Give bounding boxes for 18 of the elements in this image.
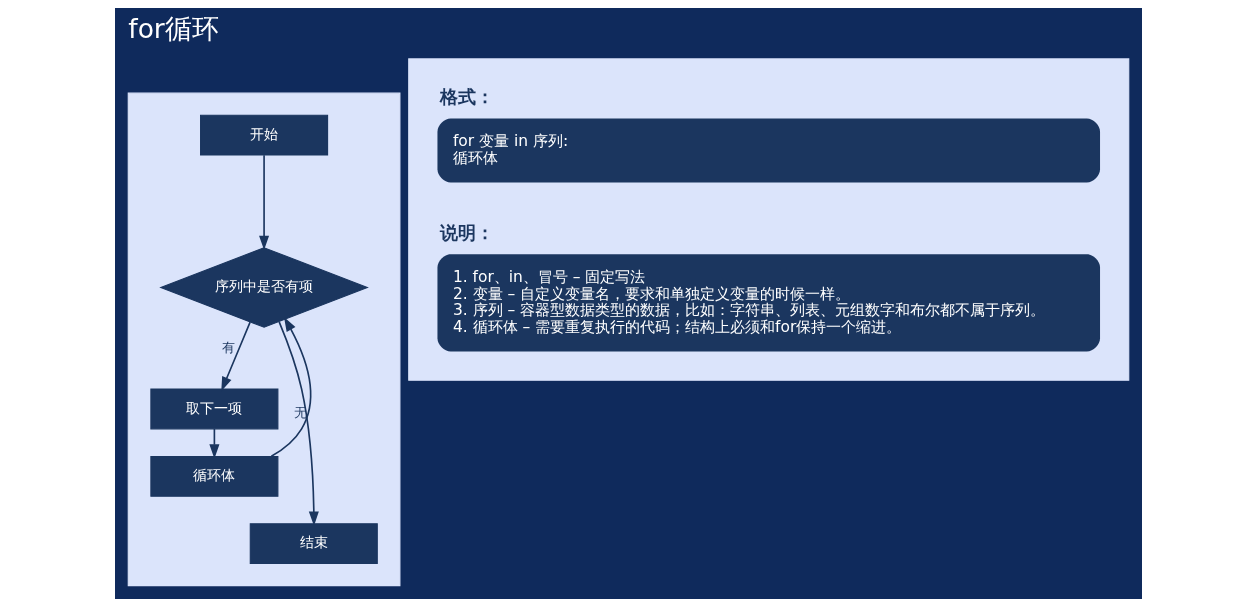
node-box: 取下一项	[149, 388, 278, 430]
node-box: 1. for、in、冒号 – 固定写法 2. 变量 – 自定义变量名，要求和单独定义变量的时候一样。 3. 序列 – 容器型数据类型的数据，比如：字符串、列表、元组数字和布尔都不属于序列。 4. 循环体 – 需要重复执行的代码；结构上必须和for保持一个缩进。	[436, 254, 1100, 352]
arrow	[258, 154, 269, 251]
arrow	[277, 321, 319, 526]
node-box: for 变量 in 序列: 循环体	[436, 118, 1100, 183]
node-diamond: 序列中是否有项	[158, 247, 369, 328]
node-box: 循环体	[149, 455, 278, 497]
cluster	[127, 92, 400, 587]
node-box: 开始	[199, 114, 328, 156]
node-box: 结束	[249, 523, 378, 565]
arrow	[220, 321, 251, 392]
node-label: 说明：	[439, 222, 494, 243]
edge-label: 无	[293, 405, 307, 421]
edge-label: 有	[221, 339, 235, 355]
diagram-title: for循环	[127, 13, 219, 45]
arrow	[270, 317, 311, 458]
node-label: 格式：	[439, 86, 494, 107]
cluster	[407, 58, 1129, 381]
